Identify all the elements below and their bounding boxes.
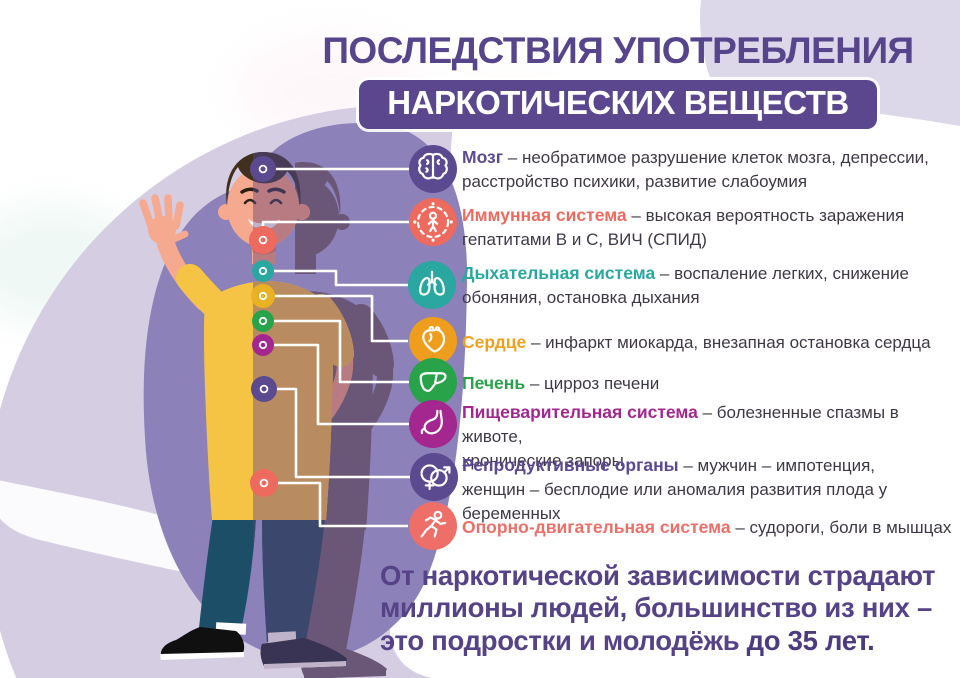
reproductive-organs-icon [410,453,458,501]
lungs-icon [408,261,456,309]
footer-line-text: это подростки и молодёжь [380,624,740,656]
liver-icon [409,358,457,406]
item-description: – болезненные спазмы в животе, хроническ… [462,403,899,470]
item-description: – цирроз печени [529,374,660,393]
item-description: – мужчин – импотенция, женщин – бесплоди… [462,456,888,523]
runner-icon [409,502,457,550]
item-label: Иммунная система [462,205,627,225]
list-item-liver: Печень – цирроз печени [462,371,960,396]
connector-immune [261,220,410,235]
item-label: Репродуктивные органы [462,455,679,475]
footer-line: это подростки и молодёжь до 35 лет. [380,625,955,657]
item-label: Дыхательная система [462,263,656,283]
list-item-respiratory: Дыхательная система – воспаление легких,… [462,261,960,310]
connector-runner [267,481,408,528]
connector-lungs [266,269,408,287]
heart-icon [409,317,457,365]
content-panel [389,96,960,678]
list-item-digestive: Пищеварительная система – болезненные сп… [462,400,960,473]
stomach-icon [409,400,457,448]
item-description: – воспаление легких, снижение обоняния, … [462,264,909,307]
item-description: – высокая вероятность заражения гепатита… [462,206,905,249]
footer-line-bold: до 35 лет. [746,624,875,656]
item-description: – инфаркт миокарда, внезапная остановка … [530,333,931,352]
item-description: – необратимое разрушение клеток мозга, д… [462,148,929,191]
list-item-immune: Иммунная система – высокая вероятность з… [462,203,960,252]
footer-line: От наркотической зависимости страдают [380,560,936,591]
footer-statistic: От наркотической зависимости страдают ми… [380,560,955,657]
immune-system-icon [409,198,457,246]
title-badge: НАРКОТИЧЕСКИХ ВЕЩЕСТВ [359,80,877,130]
item-label: Мозг [462,147,504,167]
item-label: Опорно-двигательная система [462,517,731,537]
connector-liver [266,319,409,384]
item-description: – судороги, боли в мышцах [735,518,952,537]
item-label: Печень [462,373,526,393]
item-label: Сердце [462,332,527,352]
connector-stomach [266,343,409,426]
item-label: Пищеварительная система [462,402,698,422]
body-dots [249,156,278,497]
list-item-brain: Мозг – необратимое разрушение клеток моз… [462,145,960,194]
connector-heart [266,294,408,343]
list-item-heart: Сердце – инфаркт миокарда, внезапная ост… [462,330,960,355]
footer-line: миллионы людей, большинство из них – [380,592,932,624]
header: ПОСЛЕДСТВИЯ УПОТРЕБЛЕНИЯ НАРКОТИЧЕСКИХ В… [296,28,940,130]
list-item-reproductive: Репродуктивные органы – мужчин – импотен… [462,453,960,526]
brain-icon [409,145,457,193]
list-item-musculoskeletal: Опорно-двигательная система – судороги, … [462,515,960,540]
page-title: ПОСЛЕДСТВИЯ УПОТРЕБЛЕНИЯ [322,30,914,71]
connector-reproductive [267,387,410,479]
